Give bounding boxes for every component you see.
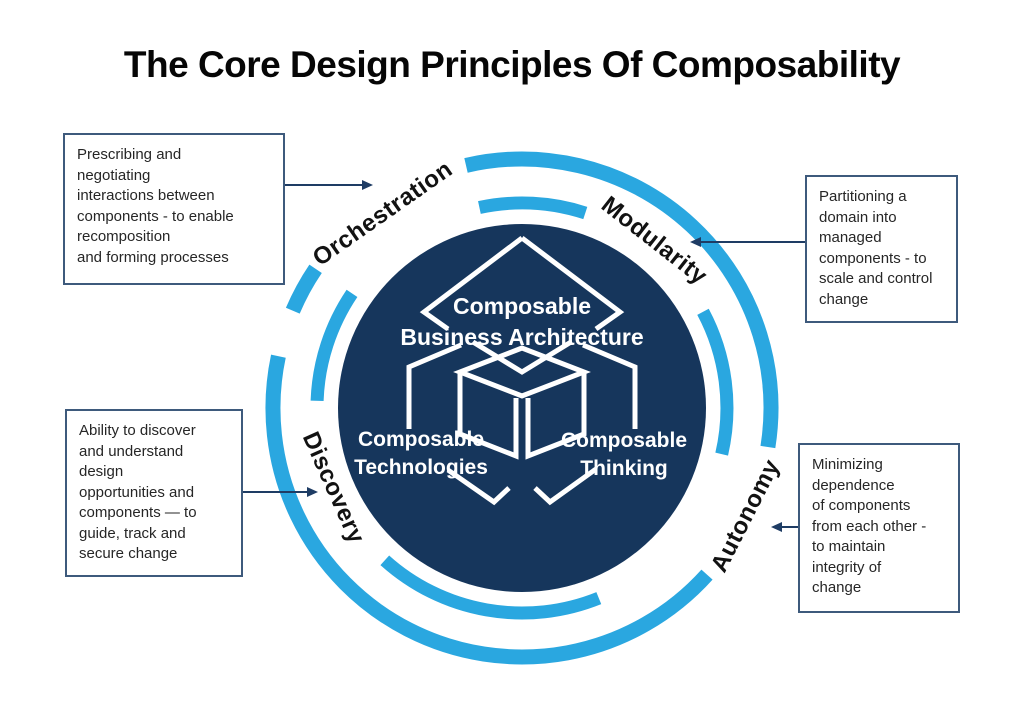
left-bracket <box>406 342 462 429</box>
hub-label-thinking: Composable Thinking <box>560 429 688 480</box>
ring-arc-segment <box>310 289 358 402</box>
arrow-line <box>285 184 363 186</box>
arrow-right-icon <box>362 180 373 190</box>
arrow-left-icon <box>690 237 701 247</box>
arrow-line <box>782 526 798 528</box>
arrow-right-icon <box>307 487 318 497</box>
hub-label-technologies: Composable Technologies <box>354 428 488 479</box>
cube-top-face <box>453 345 591 399</box>
segmented-ring-arcs <box>265 151 779 665</box>
ring-arc-segment <box>285 264 322 314</box>
ring-arc-segment <box>697 308 734 456</box>
diamond-left-edge <box>419 236 524 332</box>
arrow-line <box>701 241 805 243</box>
callout-modularity: Partitioning a domain into managed compo… <box>805 175 958 323</box>
diamond-right-edge <box>520 236 625 332</box>
ring-arc-segment <box>478 196 588 220</box>
ring-arc-segment <box>380 555 602 620</box>
callout-orchestration: Prescribing and negotiating interactions… <box>63 133 285 285</box>
cube-right-face <box>525 372 587 460</box>
bottom-right-chevron <box>533 466 598 506</box>
arrow-left-icon <box>771 522 782 532</box>
ring-arc-segment <box>464 151 779 449</box>
page-title: The Core Design Principles Of Composabil… <box>123 44 901 85</box>
callout-autonomy: Minimizing dependence of components from… <box>798 443 960 613</box>
bottom-left-chevron <box>446 467 511 506</box>
arrow-line <box>243 491 308 493</box>
right-bracket <box>582 342 638 429</box>
composable-cube-icon <box>406 236 638 506</box>
diamond-bottom-v <box>471 339 573 375</box>
ring-arc-segment <box>265 354 713 665</box>
hub-circle <box>338 224 706 592</box>
cube-left-face <box>457 372 519 460</box>
callout-discovery: Ability to discover and understand desig… <box>65 409 243 577</box>
hub-label-business-architecture: Composable Business Architecture <box>400 293 644 350</box>
